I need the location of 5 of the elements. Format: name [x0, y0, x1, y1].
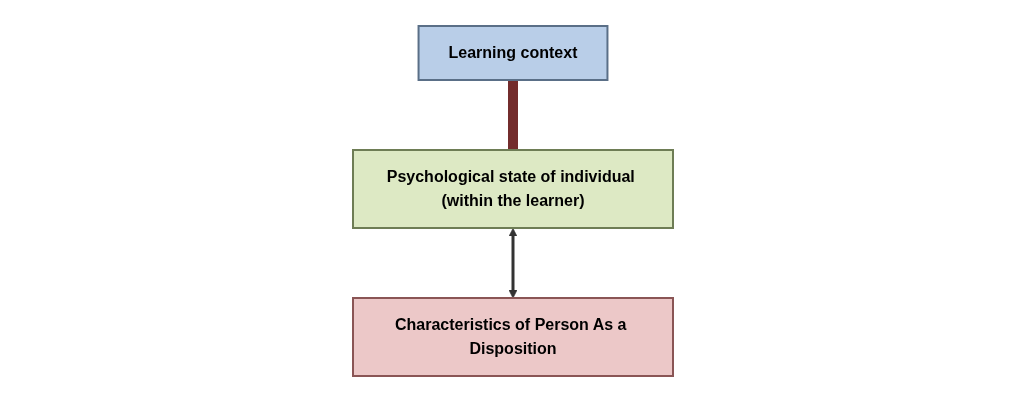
connector: [508, 79, 518, 150]
node-box: Learning context: [417, 24, 609, 81]
node-box: Psychological state of individual (within the learner): [352, 148, 674, 229]
node-box: Characteristics of Person As a Disposition: [352, 296, 674, 377]
arrow: [508, 227, 518, 298]
